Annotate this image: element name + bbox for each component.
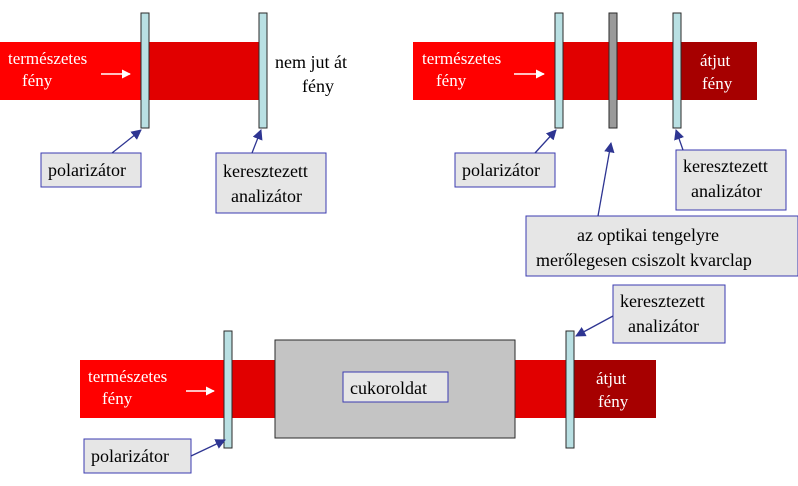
light-beam-polarized xyxy=(559,42,677,100)
no-light-label: nem jut át fény xyxy=(275,52,351,96)
polarizer-callout: polarizátor xyxy=(83,438,226,474)
polarizer-plate xyxy=(140,12,150,129)
polarizer-plate xyxy=(223,330,233,449)
analyzer-plate xyxy=(258,12,268,129)
analyzer-label: keresztezett analizátor xyxy=(683,156,772,201)
sugar-label-box xyxy=(342,371,449,403)
polarizer-label: polarizátor xyxy=(91,446,169,466)
setup-quartz-plate: természetes fény átjut fény polarizátor … xyxy=(413,12,798,277)
analyzer-label: keresztezett analizátor xyxy=(223,161,312,206)
polarizer-plate xyxy=(554,12,564,129)
setup-crossed-polarizers: természetes fény nem jut át fény polariz… xyxy=(0,12,351,214)
light-beam-transmitted xyxy=(570,360,656,418)
polarizer-callout: polarizátor xyxy=(40,129,142,188)
light-beam-polarized xyxy=(143,42,259,100)
setup-sugar-solution: cukoroldat természetes fény átjut fény p… xyxy=(80,284,726,474)
analyzer-callout: keresztezett analizátor xyxy=(674,129,787,211)
quartz-plate xyxy=(608,12,618,129)
analyzer-plate xyxy=(672,12,682,129)
polarizer-callout: polarizátor xyxy=(454,129,557,188)
light-beam-incoming xyxy=(413,42,559,100)
light-beam-incoming xyxy=(0,42,143,100)
light-beam-incoming xyxy=(80,360,228,418)
analyzer-callout: keresztezett analizátor xyxy=(575,284,726,344)
sugar-solution-label: cukoroldat xyxy=(350,378,427,398)
quartz-label: az optikai tengelyre merőlegesen csiszol… xyxy=(536,225,752,270)
light-beam-transmitted xyxy=(677,42,757,100)
passes-light-label: átjut fény xyxy=(596,369,630,411)
passes-light-label: átjut fény xyxy=(700,51,734,93)
natural-light-label: természetes fény xyxy=(8,49,92,90)
polarizer-label: polarizátor xyxy=(462,160,540,180)
natural-light-label: természetes fény xyxy=(422,49,506,90)
natural-light-label: természetes fény xyxy=(88,367,172,408)
analyzer-callout: keresztezett analizátor xyxy=(215,129,327,214)
analyzer-plate xyxy=(565,330,575,449)
analyzer-label: keresztezett analizátor xyxy=(620,291,709,336)
polarizer-label: polarizátor xyxy=(48,160,126,180)
quartz-callout: az optikai tengelyre merőlegesen csiszol… xyxy=(525,141,798,277)
